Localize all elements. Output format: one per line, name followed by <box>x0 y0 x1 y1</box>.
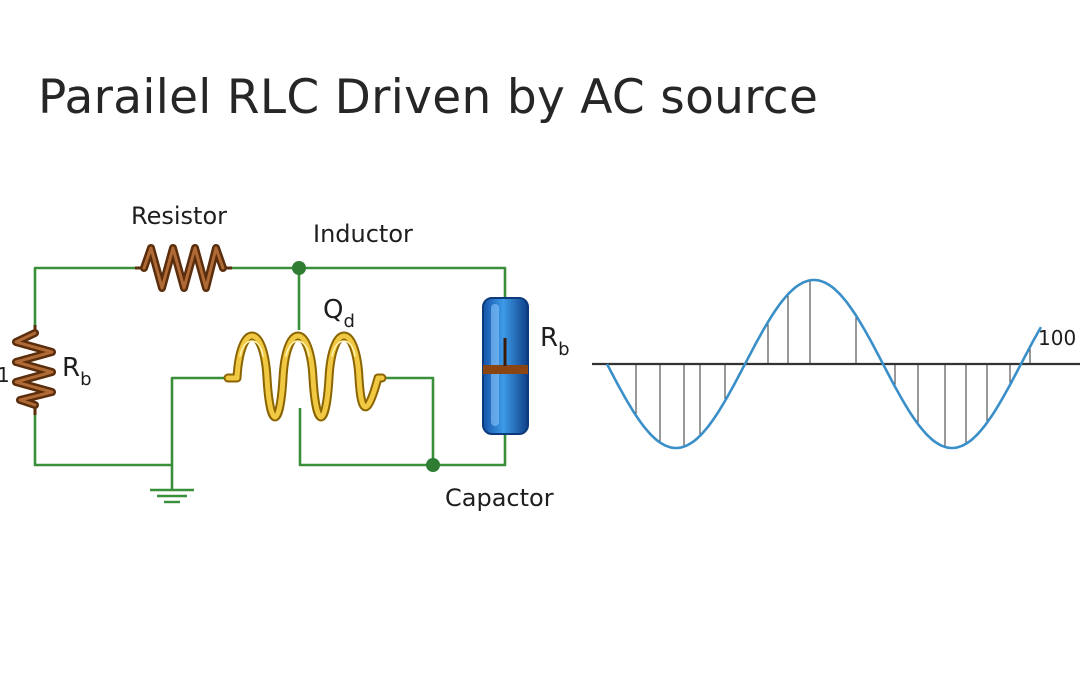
rb-left-label: Rb <box>62 353 92 390</box>
rb-left-main: R <box>62 353 80 383</box>
qd-main: Q <box>323 295 343 325</box>
wire-inductor-right <box>382 376 435 465</box>
junction-node-icon <box>292 261 306 275</box>
sine-wave <box>605 278 1043 450</box>
wire-left-bottom <box>33 415 172 467</box>
rb-right-label: Rb <box>540 323 570 360</box>
wire-top-left <box>33 266 135 325</box>
ground-icon <box>150 488 194 504</box>
wave-value-label: 100 <box>1038 326 1076 350</box>
rb-right-main: R <box>540 323 558 353</box>
ac-waveform: 100 <box>592 278 1080 450</box>
circuit-wires <box>33 266 507 490</box>
junction-node-icon <box>426 458 440 472</box>
inductor-coil-icon <box>223 331 387 422</box>
qd-sub: d <box>343 311 354 332</box>
capacitor-icon <box>482 297 529 435</box>
edge-left-label: 1 <box>0 363 10 387</box>
resistor-icon <box>135 244 232 292</box>
wire-top-right <box>232 266 507 300</box>
page-title: Parailel RLC Driven by AC source <box>38 70 819 125</box>
rb-right-sub: b <box>558 339 569 360</box>
resistor-label: Resistor <box>131 202 227 230</box>
inductor-label: Inductor <box>313 220 413 248</box>
capacitor-label: Capactor <box>445 484 554 512</box>
wire-inductor-left <box>170 376 228 490</box>
wire-inductor-return <box>298 408 507 467</box>
rb-left-sub: b <box>80 369 91 390</box>
qd-label: Qd <box>323 295 355 332</box>
waveform-sample-lines <box>635 280 1031 447</box>
resistor-left-icon <box>12 325 56 415</box>
